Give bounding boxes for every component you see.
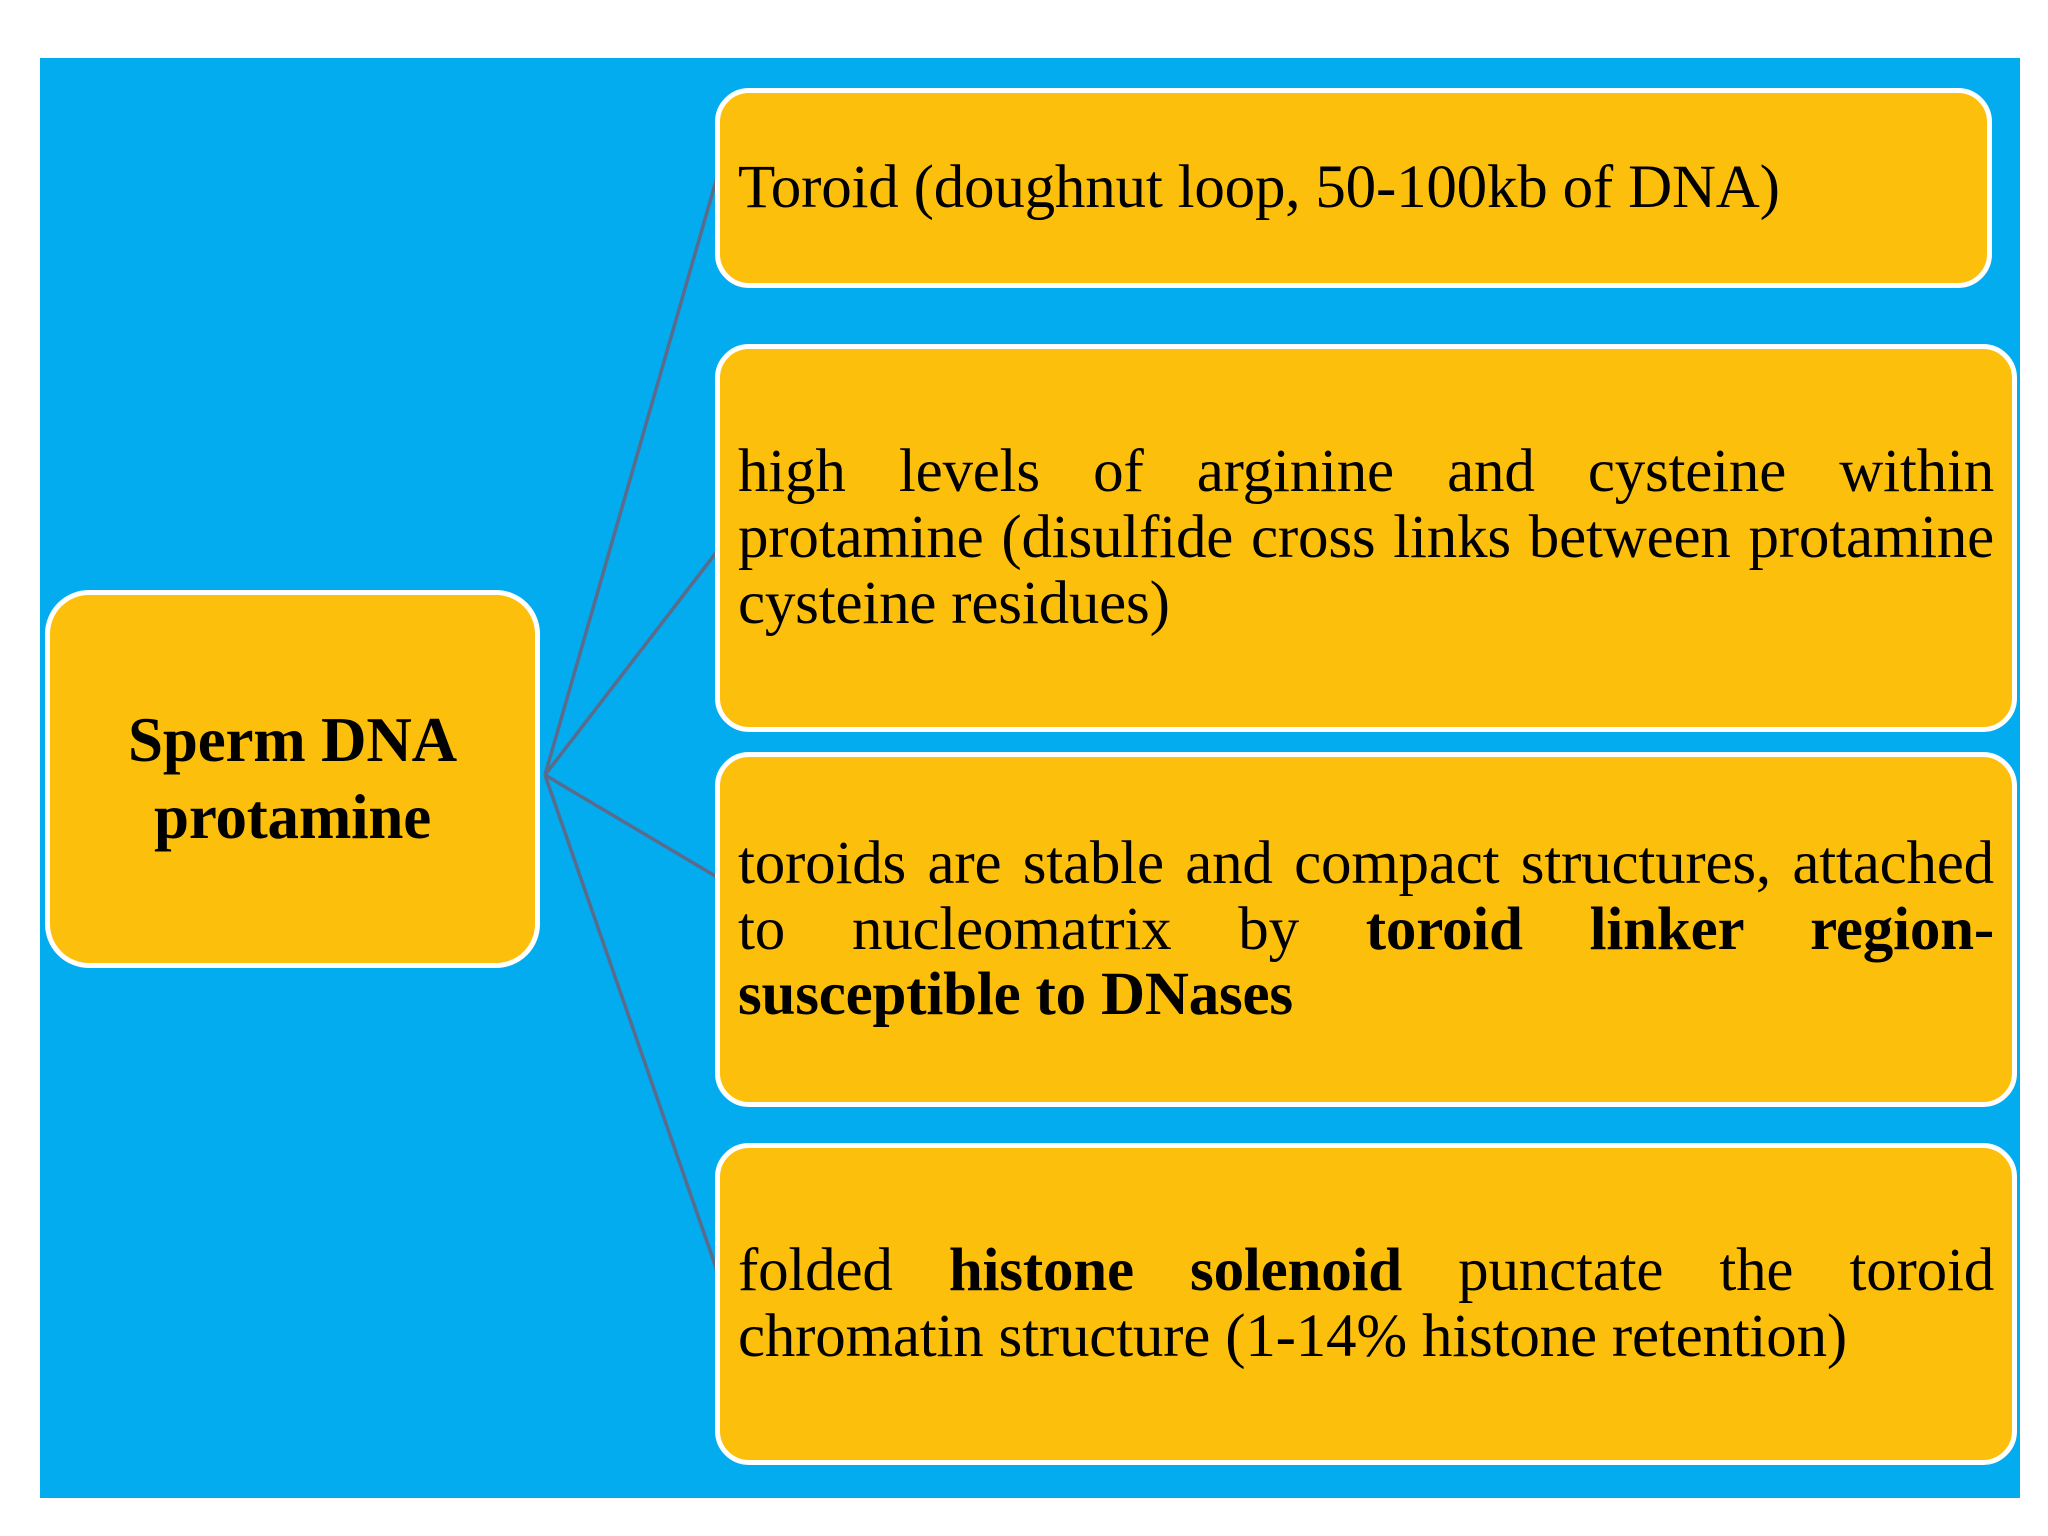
node-label-arginine-cysteine: high levels of arginine and cysteine wit…: [720, 439, 2012, 637]
text-segment: punctate the toroid chromatin structure …: [738, 1237, 1994, 1370]
root-line-2: protamine: [153, 782, 432, 852]
node-label-root: Sperm DNA protamine: [50, 702, 535, 856]
text-segment: Toroid (doughnut loop, 50-100kb of DNA): [738, 154, 1780, 222]
text-segment: toroids are stable and compact structure…: [738, 829, 1994, 963]
node-histone-solenoid[interactable]: folded histone solenoid punctate the tor…: [715, 1143, 2017, 1465]
node-sperm-dna-protamine[interactable]: Sperm DNA protamine: [45, 590, 540, 968]
node-arginine-cysteine[interactable]: high levels of arginine and cysteine wit…: [715, 344, 2017, 732]
node-toroid-linker[interactable]: toroids are stable and compact structure…: [715, 752, 2017, 1107]
text-segment: folded: [738, 1237, 949, 1305]
text-segment-bold: toroid linker region- susceptible to DNa…: [738, 895, 1994, 1029]
node-label-toroid: Toroid (doughnut loop, 50-100kb of DNA): [720, 155, 1987, 221]
node-label-toroid-linker: toroids are stable and compact structure…: [720, 829, 2012, 1029]
text-segment-bold: histone solenoid: [948, 1237, 1402, 1305]
root-line-1: Sperm DNA: [128, 705, 457, 776]
text-segment: high levels of arginine and cysteine wit…: [738, 438, 1994, 637]
node-toroid[interactable]: Toroid (doughnut loop, 50-100kb of DNA): [715, 88, 1992, 288]
node-label-histone-solenoid: folded histone solenoid punctate the tor…: [720, 1238, 2012, 1370]
